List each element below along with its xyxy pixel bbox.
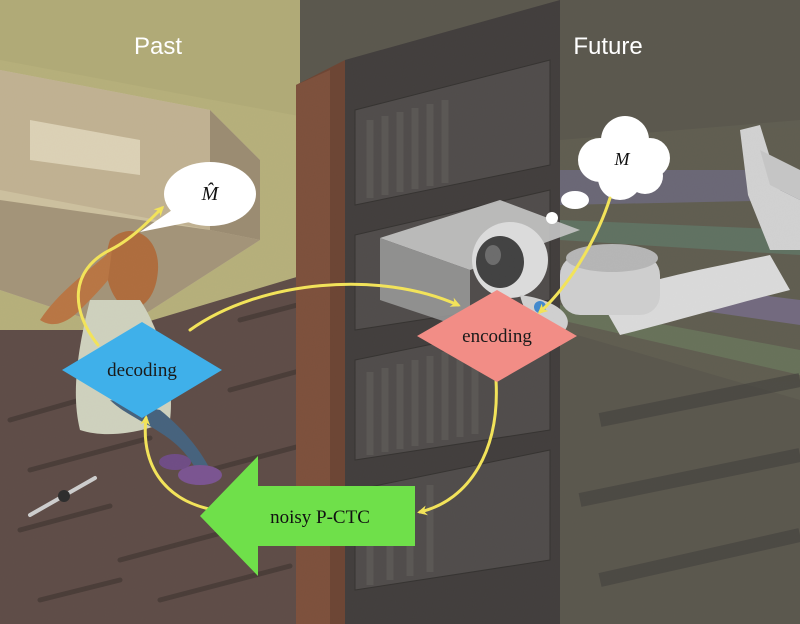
past-thought-bubble: M̂	[140, 162, 256, 232]
heading-future: Future	[573, 33, 642, 60]
decoding-label: decoding	[107, 360, 177, 381]
past-thought-text: M̂	[201, 182, 220, 205]
arrow-decoding-to-encoding	[188, 282, 461, 332]
arrow-decoding-to-past-thought	[76, 205, 165, 347]
encoding-node: encoding	[417, 290, 577, 382]
noisy-channel-label: noisy P-CTC	[270, 507, 370, 528]
encoding-label: encoding	[462, 326, 532, 347]
noisy-channel-arrow: noisy P-CTC	[200, 456, 415, 576]
future-thought-text: M	[614, 149, 631, 169]
heading-past: Past	[134, 33, 182, 60]
flow-arrows	[76, 196, 612, 516]
arrow-future-thought-to-encoding	[537, 196, 612, 315]
decoding-node: decoding	[62, 322, 222, 418]
arrow-encoding-to-channel	[417, 378, 498, 516]
future-thought-bubble: M	[546, 116, 670, 224]
